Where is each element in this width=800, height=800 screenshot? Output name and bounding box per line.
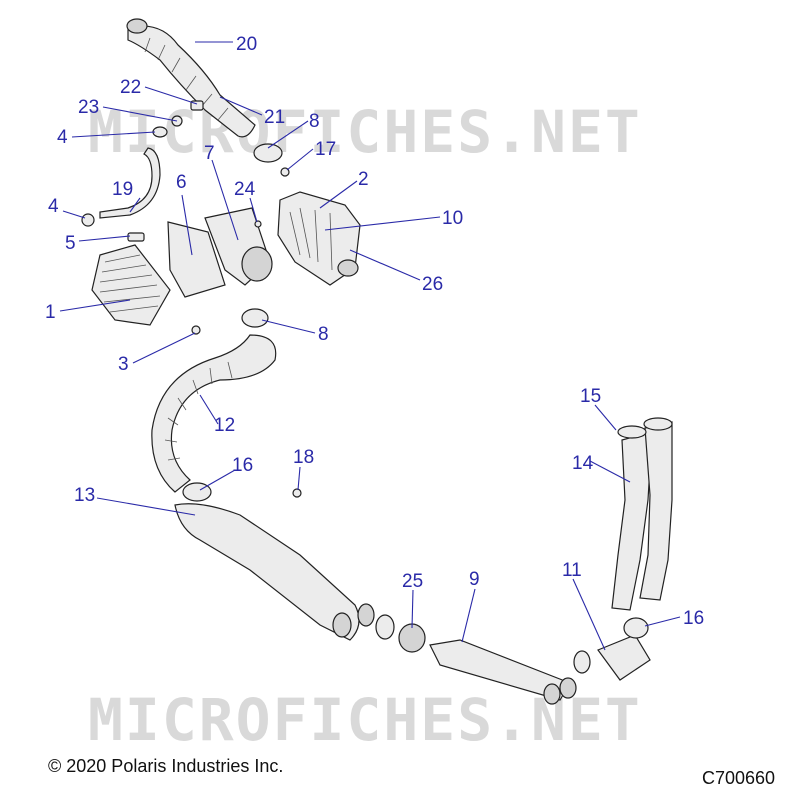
- part-clamp-upper: [253, 143, 283, 163]
- part-airbox-cover: [91, 244, 171, 326]
- callout-24: 24: [234, 179, 256, 200]
- callout-6: 6: [176, 172, 187, 193]
- part-fastener-24: [254, 220, 262, 228]
- part-tube-9: [429, 639, 577, 705]
- callout-11: 11: [562, 560, 582, 581]
- callout-4-upper: 4: [57, 127, 68, 148]
- part-clamp-mid: [241, 308, 269, 328]
- part-clamp-4-lower: [81, 213, 95, 227]
- part-twin-intake-14: [611, 417, 673, 611]
- part-intake-duct-upper: [126, 18, 256, 138]
- callout-23: 23: [78, 97, 99, 118]
- callout-13: 13: [74, 485, 95, 506]
- watermark-top: MICROFICHES.NET: [88, 98, 642, 166]
- callout-12: 12: [214, 415, 235, 436]
- diagram-code: C700660: [702, 768, 776, 788]
- callout-labels: 20 22 21 23 8 4 17 7 2 19 6 24 4 10 5 26…: [45, 34, 704, 629]
- part-duct-13: [174, 503, 375, 641]
- callout-5: 5: [65, 233, 76, 254]
- callout-7: 7: [204, 143, 215, 164]
- callout-3: 3: [118, 354, 129, 375]
- leader-lines: [59, 41, 681, 651]
- callout-18: 18: [293, 447, 314, 468]
- callout-17: 17: [315, 139, 336, 160]
- part-hose-19: [99, 147, 161, 219]
- part-elbow-11: [573, 634, 651, 681]
- callout-19: 19: [112, 179, 133, 200]
- callout-21: 21: [264, 107, 285, 128]
- part-fastener-5: [127, 232, 145, 242]
- callout-16-right: 16: [683, 608, 704, 629]
- callout-1: 1: [45, 302, 56, 323]
- part-coupler-25: [375, 614, 426, 653]
- part-gasket: [167, 221, 226, 298]
- callout-16-left: 16: [232, 455, 253, 476]
- callout-8-upper: 8: [309, 111, 320, 132]
- part-screw-18: [292, 488, 302, 498]
- part-duct-12: [151, 334, 277, 493]
- callout-20: 20: [236, 34, 257, 55]
- callout-22: 22: [120, 77, 141, 98]
- callout-15: 15: [580, 386, 601, 407]
- part-screw-3: [191, 325, 201, 335]
- callout-25: 25: [402, 571, 423, 592]
- callout-8-mid: 8: [318, 324, 329, 345]
- callout-9: 9: [469, 569, 480, 590]
- part-clamp-16-right: [623, 617, 649, 639]
- callout-4-lower: 4: [48, 196, 59, 217]
- callout-14: 14: [572, 453, 594, 474]
- callout-26: 26: [422, 274, 443, 295]
- part-airbox: [277, 191, 361, 286]
- copyright-text: © 2020 Polaris Industries Inc.: [48, 756, 284, 776]
- part-air-filter: [204, 207, 273, 286]
- callout-10: 10: [442, 208, 463, 229]
- callout-2: 2: [358, 169, 369, 190]
